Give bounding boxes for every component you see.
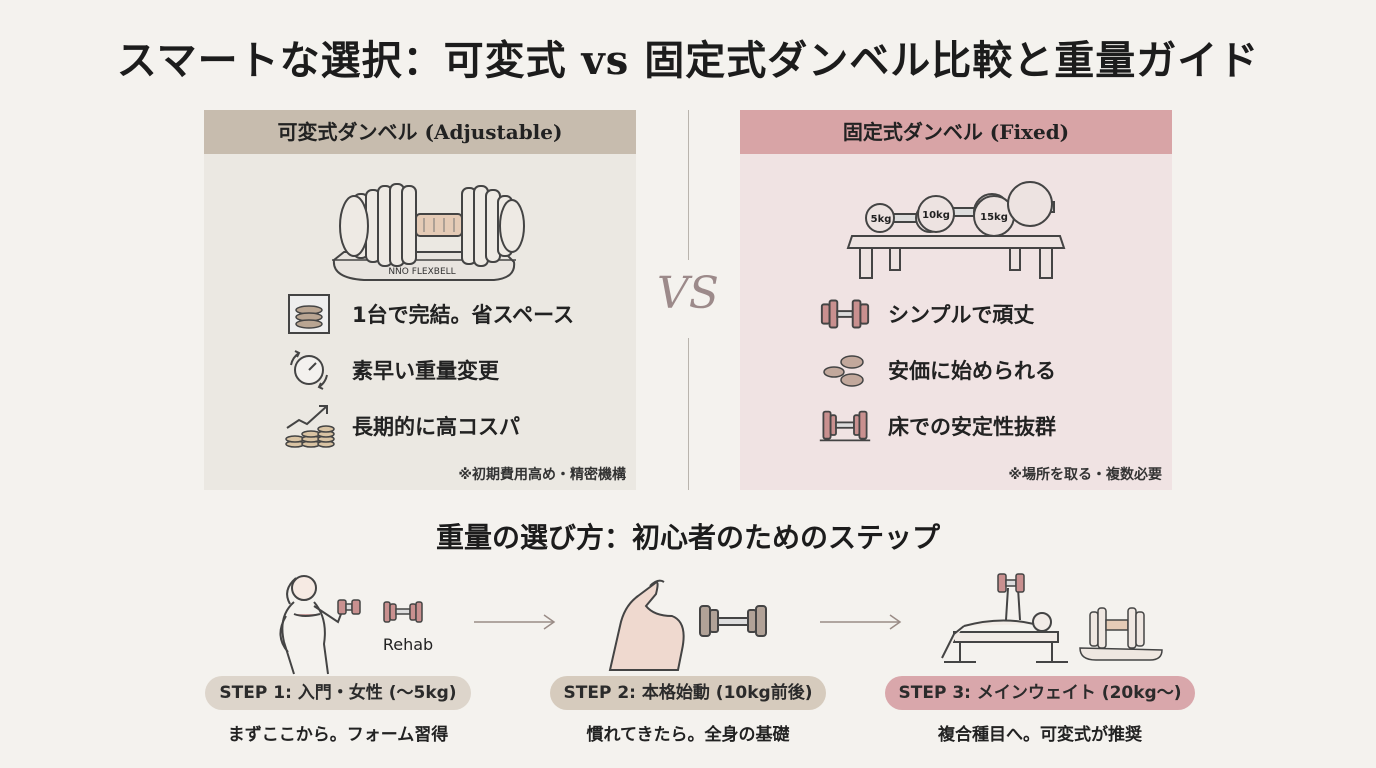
divider-top: [688, 110, 689, 260]
step-3: STEP 3: メインウェイト (20kg〜) 複合種目へ。可変式が推奨: [880, 566, 1200, 745]
step-2-desc: 慣れてきたら。全身の基礎: [586, 725, 790, 745]
steps-title: 重量の選び方：初心者のためのステップ: [435, 521, 940, 554]
rack-label-10kg: 10kg: [922, 210, 950, 221]
woman-curling-icon: Rehab: [279, 575, 433, 675]
arrow-right-icon: [474, 614, 556, 630]
feature-text: 素早い重量変更: [352, 359, 499, 383]
feature-durable: シンプルで頑丈: [818, 290, 1034, 338]
feature-stable: 床での安定性抜群: [818, 402, 1056, 450]
divider-bottom: [688, 338, 689, 490]
dumbbell-icon: [818, 290, 872, 338]
feature-text: 1台で完結。省スペース: [352, 303, 575, 327]
rehab-label: Rehab: [383, 635, 433, 654]
feature-text: 床での安定性抜群: [888, 415, 1056, 439]
rack-label-5kg: 5kg: [871, 214, 892, 225]
vs-label: VS: [657, 268, 719, 319]
feature-text: シンプルで頑丈: [888, 303, 1035, 327]
adjustable-dumbbell-icon: NNO FLEXBELL: [332, 183, 525, 281]
feature-affordable: 安価に始められる: [818, 346, 1056, 394]
step-2: STEP 2: 本格始動 (10kg前後) 慣れてきたら。全身の基礎: [528, 566, 848, 745]
step-2-pill: STEP 2: 本格始動 (10kg前後): [549, 676, 827, 710]
feature-text: 長期的に高コスパ: [352, 415, 520, 439]
page-title: スマートな選択：可変式 vs 固定式ダンベル比較と重量ガイド: [116, 37, 1260, 84]
step-3-desc: 複合種目へ。可変式が推奨: [938, 725, 1142, 745]
step-1-illustration: Rehab: [178, 566, 498, 676]
bench-press-icon: [941, 573, 1163, 663]
step-1: Rehab STEP 1: 入門・女性 (〜5kg) まずここから。フォーム習得: [178, 566, 498, 745]
fixed-heading: 固定式ダンベル (Fixed): [740, 110, 1172, 154]
speed-dial-icon: [282, 346, 336, 394]
feature-space-saving: 1台で完結。省スペース: [282, 290, 574, 338]
fixed-note: ※場所を取る・複数必要: [1008, 467, 1162, 483]
adjustable-note: ※初期費用高め・精密機構: [458, 467, 626, 483]
plates-icon: [818, 346, 872, 394]
step-3-pill: STEP 3: メインウェイト (20kg〜): [884, 676, 1196, 710]
feature-cost-effective: 長期的に高コスパ: [282, 402, 520, 450]
flexed-arm-icon: [608, 579, 767, 671]
feature-quick-change: 素早い重量変更: [282, 346, 499, 394]
dumbbell-rack-icon: 5kg 10kg 15kg: [846, 181, 1066, 279]
storage-box-icon: [282, 290, 336, 338]
step-1-pill: STEP 1: 入門・女性 (〜5kg): [205, 676, 471, 710]
feature-text: 安価に始められる: [888, 359, 1056, 383]
step-1-desc: まずここから。フォーム習得: [227, 725, 449, 745]
arrow-right-icon: [820, 614, 902, 630]
adjustable-heading: 可変式ダンベル (Adjustable): [204, 110, 636, 154]
floor-dumbbell-icon: [818, 402, 872, 450]
fixed-panel: 固定式ダンベル (Fixed) 5kg 10kg 15kg: [740, 110, 1172, 490]
rack-label-15kg: 15kg: [980, 212, 1008, 223]
device-label: NNO FLEXBELL: [388, 267, 455, 277]
adjustable-panel: 可変式ダンベル (Adjustable) NNO FLEXBELL: [204, 110, 636, 490]
coins-growth-icon: [282, 402, 336, 450]
step-3-illustration: [880, 566, 1200, 676]
step-2-illustration: [528, 566, 848, 676]
